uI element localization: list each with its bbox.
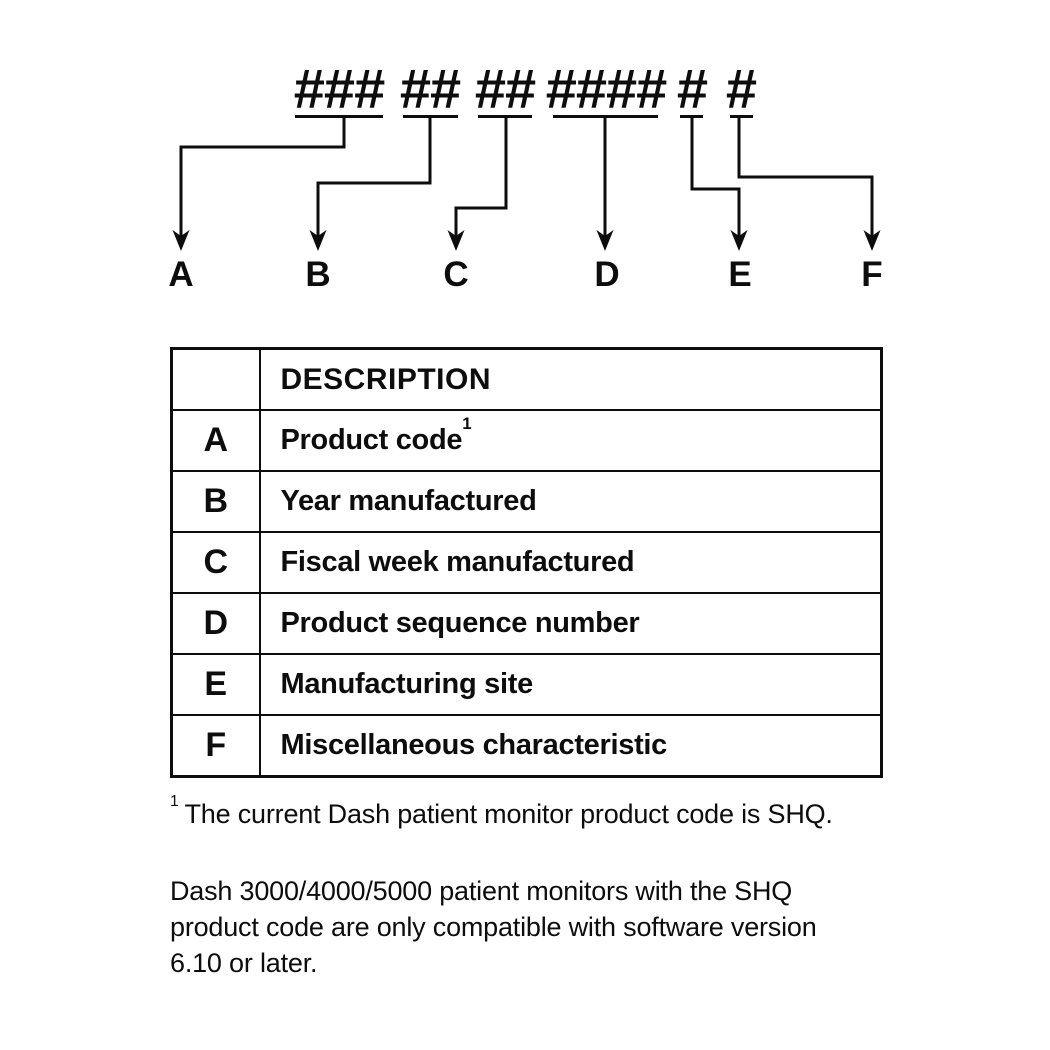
- hash-group-d: ####: [545, 57, 668, 120]
- note-line-2: product code are only compatible with so…: [170, 912, 817, 942]
- hash-group-f: #: [725, 57, 757, 120]
- diagram-letter-a: A: [168, 255, 194, 294]
- diagram-letter-e: E: [728, 255, 752, 294]
- arrow-line-e: [690, 116, 741, 238]
- row-letter: D: [170, 592, 261, 655]
- diagram-letter-b: B: [305, 255, 331, 294]
- compatibility-note: Dash 3000/4000/5000 patient monitors wit…: [170, 873, 817, 981]
- arrowhead-d: [596, 230, 614, 251]
- table-row-d: D Product sequence number: [170, 592, 883, 655]
- description-table: DESCRIPTION A Product code1 B Year manuf…: [170, 347, 883, 778]
- table-row-b: B Year manufactured: [170, 470, 883, 533]
- table-row-e: E Manufacturing site: [170, 653, 883, 716]
- footnote: 1 The current Dash patient monitor produc…: [170, 794, 833, 830]
- header-description-cell: DESCRIPTION: [258, 347, 883, 411]
- diagram-letter-c: C: [443, 255, 469, 294]
- field-underline-a: [295, 115, 383, 118]
- row-description: Product sequence number: [258, 592, 883, 655]
- field-underline-f: [730, 115, 753, 118]
- note-line-1: Dash 3000/4000/5000 patient monitors wit…: [170, 876, 793, 906]
- arrow-line-a: [179, 116, 346, 238]
- arrow-line-b: [316, 116, 432, 238]
- arrow-line-c: [454, 116, 508, 238]
- note-line-3: 6.10 or later.: [170, 948, 318, 978]
- row-letter: F: [170, 714, 261, 778]
- row-description: Year manufactured: [258, 470, 883, 533]
- hash-group-b: ##: [399, 57, 461, 120]
- row-letter: A: [170, 409, 261, 472]
- description-text: Product code: [280, 424, 463, 456]
- arrowhead-a: [172, 230, 190, 251]
- arrow-line-f: [737, 116, 874, 238]
- row-description: Manufacturing site: [258, 653, 883, 716]
- header-letter-cell: [170, 347, 261, 411]
- arrowhead-f: [863, 230, 881, 251]
- row-letter: E: [170, 653, 261, 716]
- diagram-letter-d: D: [594, 255, 620, 294]
- hash-group-c: ##: [474, 57, 536, 120]
- table-row-f: F Miscellaneous characteristic: [170, 714, 883, 778]
- diagram-letter-f: F: [861, 255, 883, 294]
- row-description: Product code1: [258, 409, 883, 472]
- row-description: Miscellaneous characteristic: [258, 714, 883, 778]
- hash-group-e: #: [676, 57, 708, 120]
- table-header-row: DESCRIPTION: [170, 347, 883, 411]
- arrow-connectors: [172, 116, 881, 251]
- row-letter: C: [170, 531, 261, 594]
- hash-group-a: ###: [293, 57, 385, 120]
- table-row-a: A Product code1: [170, 409, 883, 472]
- arrowhead-c: [447, 230, 465, 251]
- row-letter: B: [170, 470, 261, 533]
- arrowhead-b: [309, 230, 327, 251]
- footnote-ref-marker: 1: [462, 414, 472, 434]
- footnote-text: The current Dash patient monitor product…: [184, 799, 833, 829]
- arrowhead-e: [730, 230, 748, 251]
- footnote-marker: 1: [170, 792, 179, 810]
- table-row-c: C Fiscal week manufactured: [170, 531, 883, 594]
- row-description: Fiscal week manufactured: [258, 531, 883, 594]
